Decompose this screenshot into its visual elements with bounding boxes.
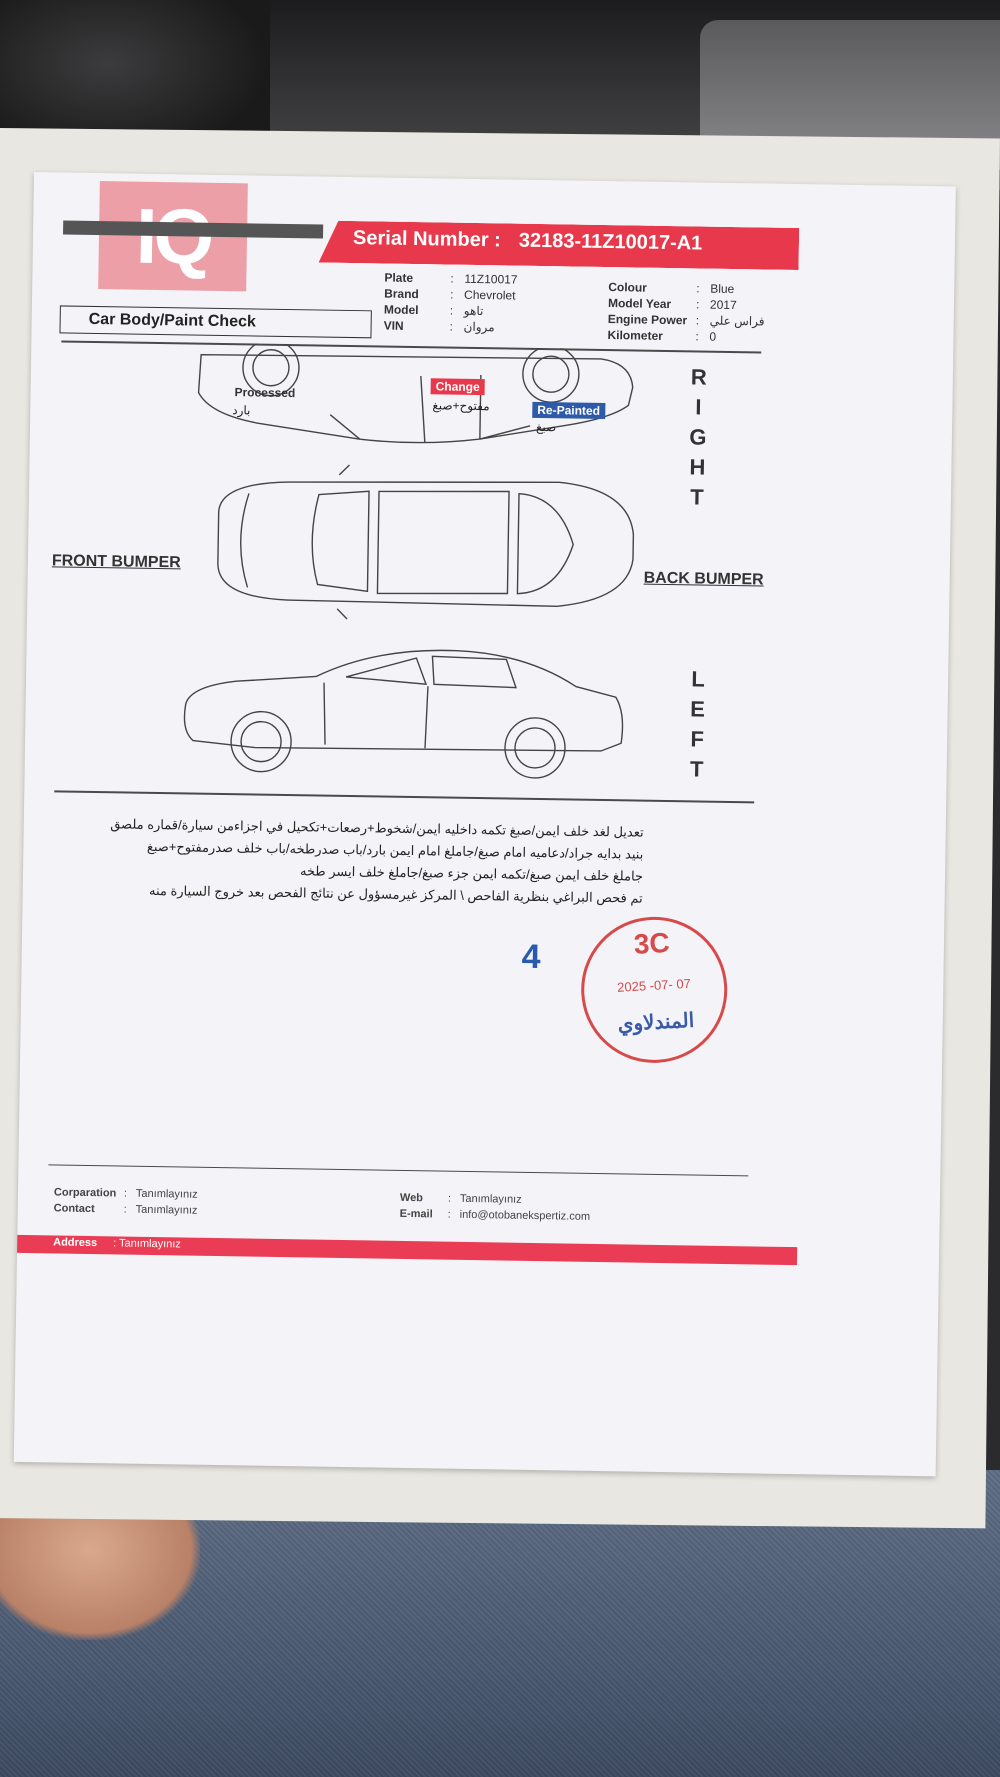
vehicle-specs: Colour:Blue Model Year:2017 Engine Power… xyxy=(607,279,765,345)
legend-change: Change xyxy=(430,378,485,396)
stamp-code: 3C xyxy=(632,926,671,960)
legend-processed: Processed xyxy=(234,385,296,401)
serial-number-label: Serial Number : xyxy=(352,227,501,252)
legend-change-ar: مفتوح+صبغ xyxy=(432,398,490,414)
divider-footer xyxy=(48,1164,749,1177)
stamp-name: المندلاوي xyxy=(617,1009,695,1036)
spec-row-kilometer: Kilometer:0 xyxy=(607,328,717,344)
vehicle-row-vin: VIN:مروان xyxy=(383,318,495,335)
right-side-label: R I G H T xyxy=(689,364,707,510)
handwritten-number: 4 xyxy=(521,937,541,977)
footer-right: Web:Tanımlayınız E-mail:info@otobanekspe… xyxy=(400,1190,591,1225)
legend-processed-ar: بارد xyxy=(232,403,251,418)
footer-contact: Contact:Tanımlayınız xyxy=(53,1202,198,1217)
serial-number-value: 32183-11Z10017-A1 xyxy=(518,229,703,255)
car-left-side-svg xyxy=(183,649,624,779)
inspection-stamp: 3C 2025 -07- 07 المندلاوي xyxy=(577,913,732,1067)
legend-repainted-ar: صبغ xyxy=(535,419,557,435)
legend-repainted: Re-Painted xyxy=(532,401,606,419)
car-left-side-drawing xyxy=(183,649,624,779)
vehicle-info: Plate:11Z10017 Brand:Chevrolet Model:تاه… xyxy=(384,270,518,336)
left-side-label: L E F T xyxy=(689,666,706,782)
inspection-remarks: تعديل لغد خلف ايمن/صبغ تكمه داخليه ايمن/… xyxy=(83,813,644,910)
car-right-side-drawing xyxy=(197,342,634,444)
front-bumper-label: FRONT BUMPER xyxy=(51,552,181,572)
stamp-date: 2025 -07- 07 xyxy=(616,975,692,995)
car-diagram xyxy=(197,342,635,620)
back-bumper-label: BACK BUMPER xyxy=(643,569,764,589)
footer-email: E-mail:info@otobanekspertiz.com xyxy=(399,1207,591,1223)
address: Address: Tanımlayınız xyxy=(53,1236,181,1251)
section-title: Car Body/Paint Check xyxy=(59,305,372,339)
footer-left: Corparation:Tanımlayınız Contact:Tanımla… xyxy=(54,1184,198,1218)
car-top-view-drawing xyxy=(217,464,635,620)
inspection-report-page: IQ Serial Number :32183-11Z10017-A1 Car … xyxy=(13,172,956,1477)
